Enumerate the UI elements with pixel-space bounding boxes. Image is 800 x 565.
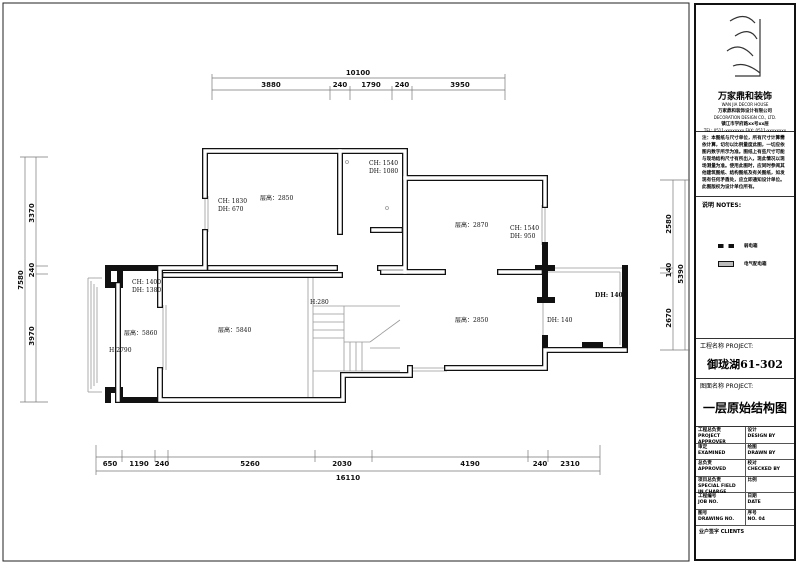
dim-left-total: 7580 [17,270,25,290]
room-label: DH: 670 [218,206,244,213]
room-label: 层高：2870 [455,221,488,229]
drawing-name: 一层原始结构图 [702,401,787,415]
walls-inner [116,149,627,402]
dim-bottom-3: 240 [155,460,170,468]
project-name: 御珑湖61-302 [707,358,783,371]
room-label: 层高：2850 [455,316,488,324]
dim-top-5: 3950 [450,81,470,89]
dim-left-2: 240 [28,263,36,278]
dim-bottom-total: 16110 [336,474,360,482]
dim-bottom-1: 650 [103,460,118,468]
room-label: DH: 1400 [595,292,627,299]
company-logo: 万家鼎和装饰 WAN JIA DECOR HOUSE 万家鼎和装饰设计有限公司 … [696,5,794,133]
room-label: DH: 1080 [369,168,398,175]
room-label: CH: 1400 [132,279,161,286]
room-label: 层高：5840 [218,326,251,334]
dim-right-total: 5390 [677,264,685,284]
room-label: DH: 1380 [132,287,161,294]
dim-right-3: 2670 [665,308,673,328]
distribution-box-icon [718,261,734,267]
dim-bottom-2: 1190 [129,460,149,468]
weak-current-box-icon [718,244,734,248]
project-section: 工程名称 PROJECT: 御珑湖61-302 [696,339,794,379]
room-label: DH: 950 [510,233,536,240]
dim-top-1: 3880 [261,81,281,89]
room-label: H:280 [310,299,329,306]
dim-bottom-5: 2030 [332,460,352,468]
dim-right-1: 2580 [665,214,673,234]
room-label: H:2790 [109,347,132,354]
notes-text: 注：本图纸与尺寸单位，所有尺寸计算需依计算，切勿以比例量度此图，一切应依图内数字… [696,132,794,197]
logo-brand: 万家鼎和装饰 [717,92,772,102]
dim-top-3: 1790 [361,81,381,89]
dim-left-1: 3370 [28,203,36,223]
drawing-label: 图面名称 PROJECT: [700,383,754,390]
clients-signature: 业户签字 CLIENTS [699,529,745,535]
room-label: CH: 1830 [218,198,247,205]
logo-mark-icon [726,15,761,77]
legend-item: 弱电箱 [718,243,758,249]
dim-bottom-8: 2310 [560,460,580,468]
dim-left-3: 3970 [28,326,36,346]
company-phone: TEL: 0511-xxxxxxxx FAX: 0511-xxxxxxxx [703,128,787,133]
company-name-en: DECORATION DESIGN CO., LTD. [713,115,777,120]
dimension-lines [20,74,690,475]
dim-bottom-6: 4190 [460,460,480,468]
dim-right-2: 140 [665,263,673,278]
room-label: 层高：5860 [124,329,157,337]
room-label: DH: 140 [547,317,573,324]
title-block: 万家鼎和装饰 WAN JIA DECOR HOUSE 万家鼎和装饰设计有限公司 … [694,3,796,561]
notes-heading: 说明 NOTES: [702,202,742,209]
room-label: CH: 1540 [369,160,398,167]
project-label: 工程名称 PROJECT: [700,343,754,350]
legend: 说明 NOTES: 弱电箱 电气配电箱 [696,197,794,339]
windows-and-railings [87,160,625,400]
drawing-section: 图面名称 PROJECT: 一层原始结构图 [696,379,794,427]
company-address: 镇江市学府路xx号xx层 [721,122,769,127]
dim-top-2: 240 [333,81,348,89]
room-label: CH: 1540 [510,225,539,232]
sheet-border [2,2,690,562]
room-label: 层高：2850 [260,194,293,202]
dim-top-4: 240 [395,81,410,89]
dim-top-total: 10100 [346,69,370,77]
legend-item: 电气配电箱 [718,261,767,267]
company-name: 万家鼎和装饰设计有限公司 [718,109,772,114]
dim-bottom-4: 5260 [240,460,260,468]
dim-bottom-7: 240 [533,460,548,468]
logo-subtitle: WAN JIA DECOR HOUSE [721,102,769,107]
